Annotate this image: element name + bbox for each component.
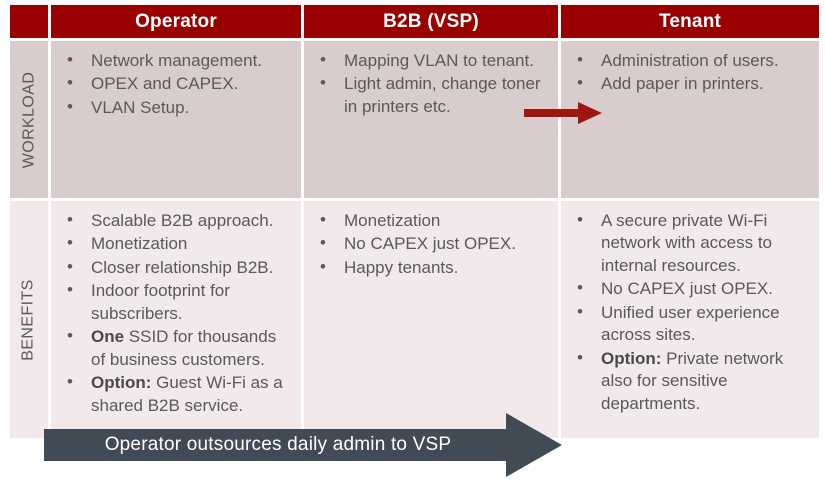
- list-item: VLAN Setup.: [65, 96, 295, 119]
- list-item: Indoor footprint for subscribers.: [65, 279, 295, 325]
- list-item: Light admin, change toner in printers et…: [318, 72, 552, 118]
- cell-benefits-tenant: A secure private Wi-Fi network with acce…: [561, 201, 819, 438]
- emphasis: Option:: [601, 348, 662, 368]
- list-item: No CAPEX just OPEX.: [318, 232, 552, 255]
- bullet-list: Administration of users. Add paper in pr…: [561, 41, 819, 96]
- list-item: OPEX and CAPEX.: [65, 72, 295, 95]
- list-item: Monetization: [318, 209, 552, 232]
- list-item: Option: Private network also for sensiti…: [575, 347, 813, 415]
- outsourcing-flow-banner: Operator outsources daily admin to VSP: [44, 413, 564, 477]
- list-item: A secure private Wi-Fi network with acce…: [575, 209, 813, 277]
- cell-benefits-operator: Scalable B2B approach. Monetization Clos…: [51, 201, 301, 438]
- list-item: Closer relationship B2B.: [65, 256, 295, 279]
- cell-benefits-b2b: Monetization No CAPEX just OPEX. Happy t…: [304, 201, 558, 438]
- header-corner-cell: [10, 5, 48, 38]
- cell-workload-operator: Network management. OPEX and CAPEX. VLAN…: [51, 41, 301, 198]
- header-tenant: Tenant: [561, 5, 819, 38]
- responsibility-matrix-table: Operator B2B (VSP) Tenant WORKLOAD Netwo…: [10, 5, 819, 438]
- list-item: Unified user experience across sites.: [575, 301, 813, 347]
- bullet-list: Mapping VLAN to tenant. Light admin, cha…: [304, 41, 558, 118]
- item-text: SSID for thousands of business customers…: [91, 327, 277, 369]
- list-item: Option: Guest Wi-Fi as a shared B2B serv…: [65, 371, 295, 417]
- banner-label: Operator outsources daily admin to VSP: [104, 434, 452, 455]
- list-item: Happy tenants.: [318, 256, 552, 279]
- list-item: Scalable B2B approach.: [65, 209, 295, 232]
- list-item: Monetization: [65, 232, 295, 255]
- list-item: Add paper in printers.: [575, 72, 813, 95]
- list-item: One SSID for thousands of business custo…: [65, 325, 295, 371]
- bullet-list: Monetization No CAPEX just OPEX. Happy t…: [304, 201, 558, 279]
- emphasis: One: [91, 327, 125, 347]
- bullet-list: Scalable B2B approach. Monetization Clos…: [51, 201, 301, 417]
- list-item: No CAPEX just OPEX.: [575, 277, 813, 300]
- list-item: Administration of users.: [575, 49, 813, 72]
- bullet-list: A secure private Wi-Fi network with acce…: [561, 201, 819, 415]
- emphasis: Option:: [91, 373, 152, 393]
- list-item: Mapping VLAN to tenant.: [318, 49, 552, 72]
- bullet-list: Network management. OPEX and CAPEX. VLAN…: [51, 41, 301, 119]
- header-b2b-vsp: B2B (VSP): [304, 5, 558, 38]
- row-label-benefits: BENEFITS: [10, 201, 48, 438]
- list-item: Network management.: [65, 49, 295, 72]
- cell-workload-tenant: Administration of users. Add paper in pr…: [561, 41, 819, 198]
- item-text: Guest Wi-Fi as a shared B2B service.: [91, 373, 283, 415]
- header-operator: Operator: [51, 5, 301, 38]
- row-label-workload: WORKLOAD: [10, 41, 48, 198]
- item-text: Private network also for sensitive depar…: [601, 348, 784, 413]
- cell-workload-b2b: Mapping VLAN to tenant. Light admin, cha…: [304, 41, 558, 198]
